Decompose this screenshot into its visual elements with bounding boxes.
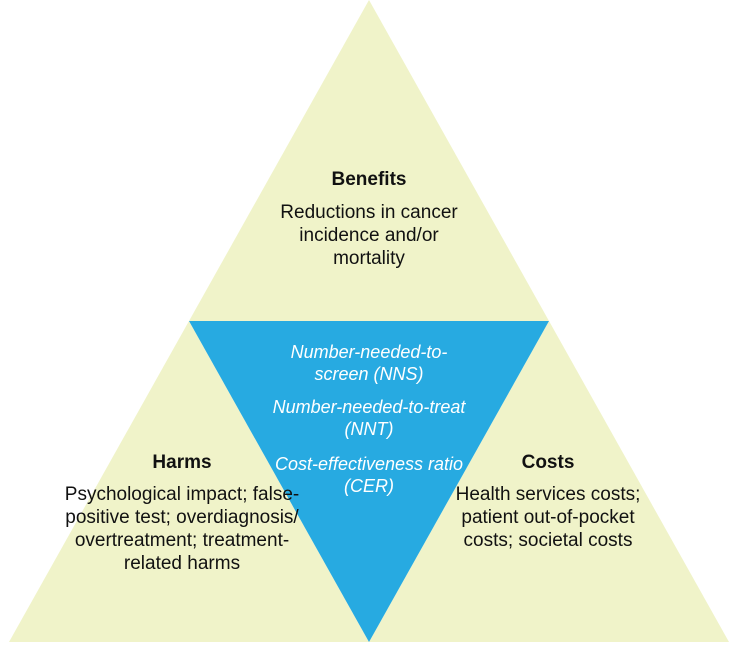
- center-inverted-triangle: [189, 321, 549, 642]
- benefits-description: Reductions in cancer incidence and/or mo…: [280, 202, 458, 269]
- harms-description: Psychological impact; false-positive tes…: [64, 484, 300, 574]
- harms-title: Harms: [152, 452, 212, 473]
- nns-label: Number-needed-to-screen (NNS): [290, 342, 448, 384]
- costs-description: Health services costs; patient out-of-po…: [455, 484, 641, 551]
- benefits-triangle: [189, 0, 549, 321]
- harms-triangle: [9, 321, 369, 642]
- benefits-title: Benefits: [331, 169, 407, 190]
- nnt-label: Number-needed-to-treat (NNT): [272, 397, 466, 439]
- costs-triangle: [369, 321, 729, 642]
- costs-title: Costs: [521, 452, 575, 473]
- cer-label: Cost-effectiveness ratio (CER): [274, 454, 464, 496]
